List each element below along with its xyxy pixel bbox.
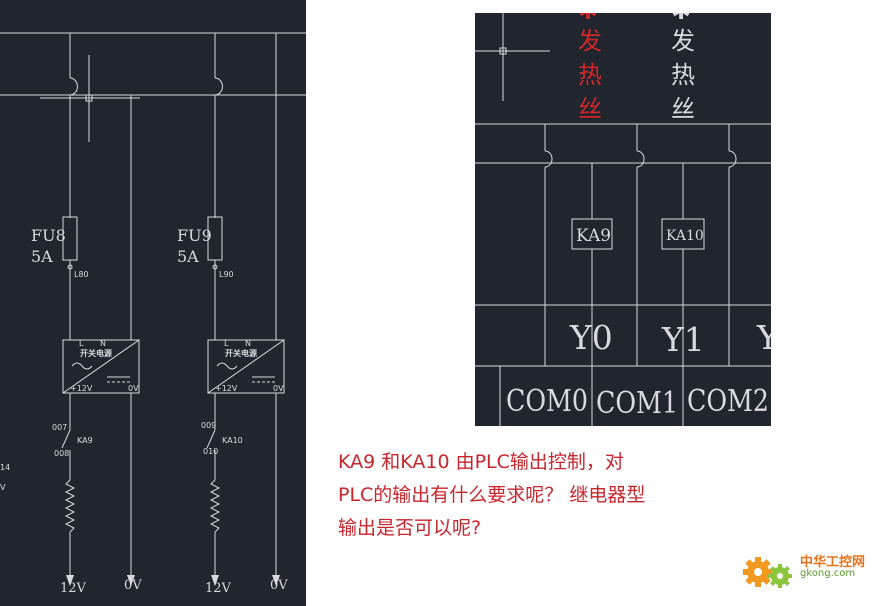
relay2-bottom: 010 xyxy=(203,447,218,456)
psu1-terminal-n: N xyxy=(100,339,106,348)
right-plc-panel: ✱ 发 热 丝 ✱ 发 热 丝 KA9 KA10 Y0 Y1 Y COM0 CO… xyxy=(475,13,771,426)
com2-label: COM2 xyxy=(687,384,769,419)
psu2-terminal-zero: 0V xyxy=(273,384,284,393)
psu1-terminal-l: L xyxy=(79,339,84,348)
output-y2: Y xyxy=(756,318,771,357)
com1-label: COM1 xyxy=(596,386,678,421)
output-y0: Y0 xyxy=(569,318,613,357)
voltage-0v-a: 0V xyxy=(124,578,142,593)
white-header-2: 热 xyxy=(671,61,695,89)
psu1-terminal-zero: 0V xyxy=(128,384,139,393)
psu2-label: 开关电源 xyxy=(225,348,257,358)
voltage-0v-b: 0V xyxy=(270,578,288,593)
relay1-name: KA9 xyxy=(77,436,93,445)
relay1-bottom: 008 xyxy=(54,449,69,458)
plc-output-diagram: ✱ 发 热 丝 ✱ 发 热 丝 KA9 KA10 Y0 Y1 Y COM0 CO… xyxy=(475,13,771,426)
left-schematic-panel: FU8 5A L80 FU9 5A L90 开关电源 L N +12V 0V 开… xyxy=(0,0,306,606)
fuse2-name: FU9 xyxy=(177,226,212,245)
white-header-3: 丝 xyxy=(671,95,695,123)
red-header-1: 发 xyxy=(578,27,602,55)
white-header-top: ✱ xyxy=(671,13,691,25)
relay2-name: KA10 xyxy=(222,436,243,445)
psu2-terminal-n: N xyxy=(245,339,251,348)
red-header-top: ✱ xyxy=(578,13,598,25)
question-line-2: PLC的输出有什么要求呢？ 继电器型 xyxy=(338,484,646,506)
relay1-top: 007 xyxy=(52,423,67,432)
psu2-terminal-l: L xyxy=(224,339,229,348)
edge-label-a: 14 xyxy=(0,463,10,472)
question-line-1: KA9 和KA10 由PLC输出控制，对 xyxy=(338,451,624,473)
relay2-top: 009 xyxy=(201,421,216,430)
edge-label-b: V xyxy=(0,483,6,492)
fuse2-wire: L90 xyxy=(219,270,234,279)
gkong-watermark: 中华工控网 gkong.com xyxy=(740,548,870,598)
voltage-12v-b: 12V xyxy=(205,581,232,596)
psu1-terminal-plus: +12V xyxy=(70,384,93,393)
relay-ka10-label: KA10 xyxy=(666,228,704,244)
watermark-url: gkong.com xyxy=(800,568,856,579)
fuse1-rating: 5A xyxy=(31,247,53,266)
fuse2-rating: 5A xyxy=(177,247,199,266)
watermark-title: 中华工控网 xyxy=(800,555,866,570)
question-text: KA9 和KA10 由PLC输出控制，对 PLC的输出有什么要求呢？ 继电器型 … xyxy=(338,446,698,545)
psu2-terminal-plus: +12V xyxy=(215,384,238,393)
psu1-label: 开关电源 xyxy=(80,348,112,358)
white-header-1: 发 xyxy=(671,27,695,55)
left-schematic: FU8 5A L80 FU9 5A L90 开关电源 L N +12V 0V 开… xyxy=(0,32,306,596)
fuse1-name: FU8 xyxy=(31,226,66,245)
voltage-12v-a: 12V xyxy=(60,581,87,596)
gear-logo-icon xyxy=(743,557,792,588)
fuse1-wire: L80 xyxy=(74,270,89,279)
red-header-3: 丝 xyxy=(578,95,602,123)
relay-ka9-label: KA9 xyxy=(576,226,611,246)
question-line-3: 输出是否可以呢? xyxy=(338,517,482,539)
red-header-2: 热 xyxy=(578,61,602,89)
com0-label: COM0 xyxy=(506,384,588,419)
output-y1: Y1 xyxy=(661,320,705,359)
